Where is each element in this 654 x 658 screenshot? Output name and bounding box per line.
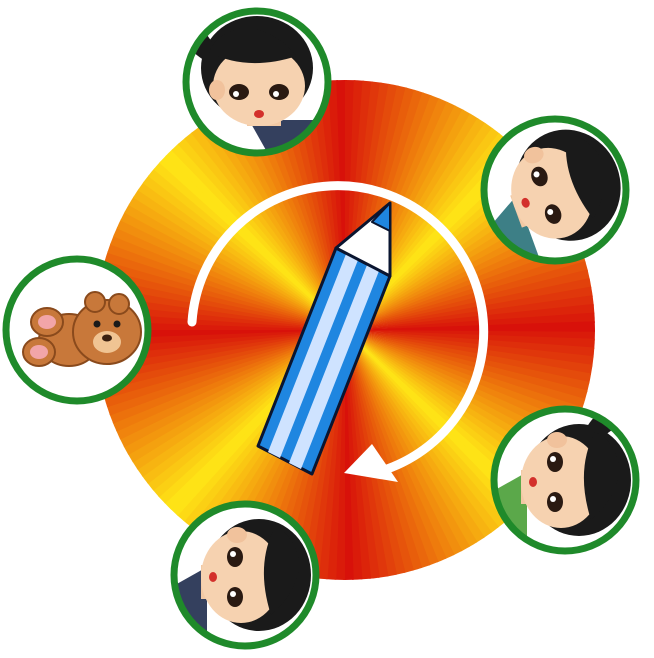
girl-bottom-right-circle [494,406,636,552]
teddy-bear-left-circle [6,259,148,401]
girl-top-circle [183,11,329,153]
boy-bottom-circle [174,504,316,646]
